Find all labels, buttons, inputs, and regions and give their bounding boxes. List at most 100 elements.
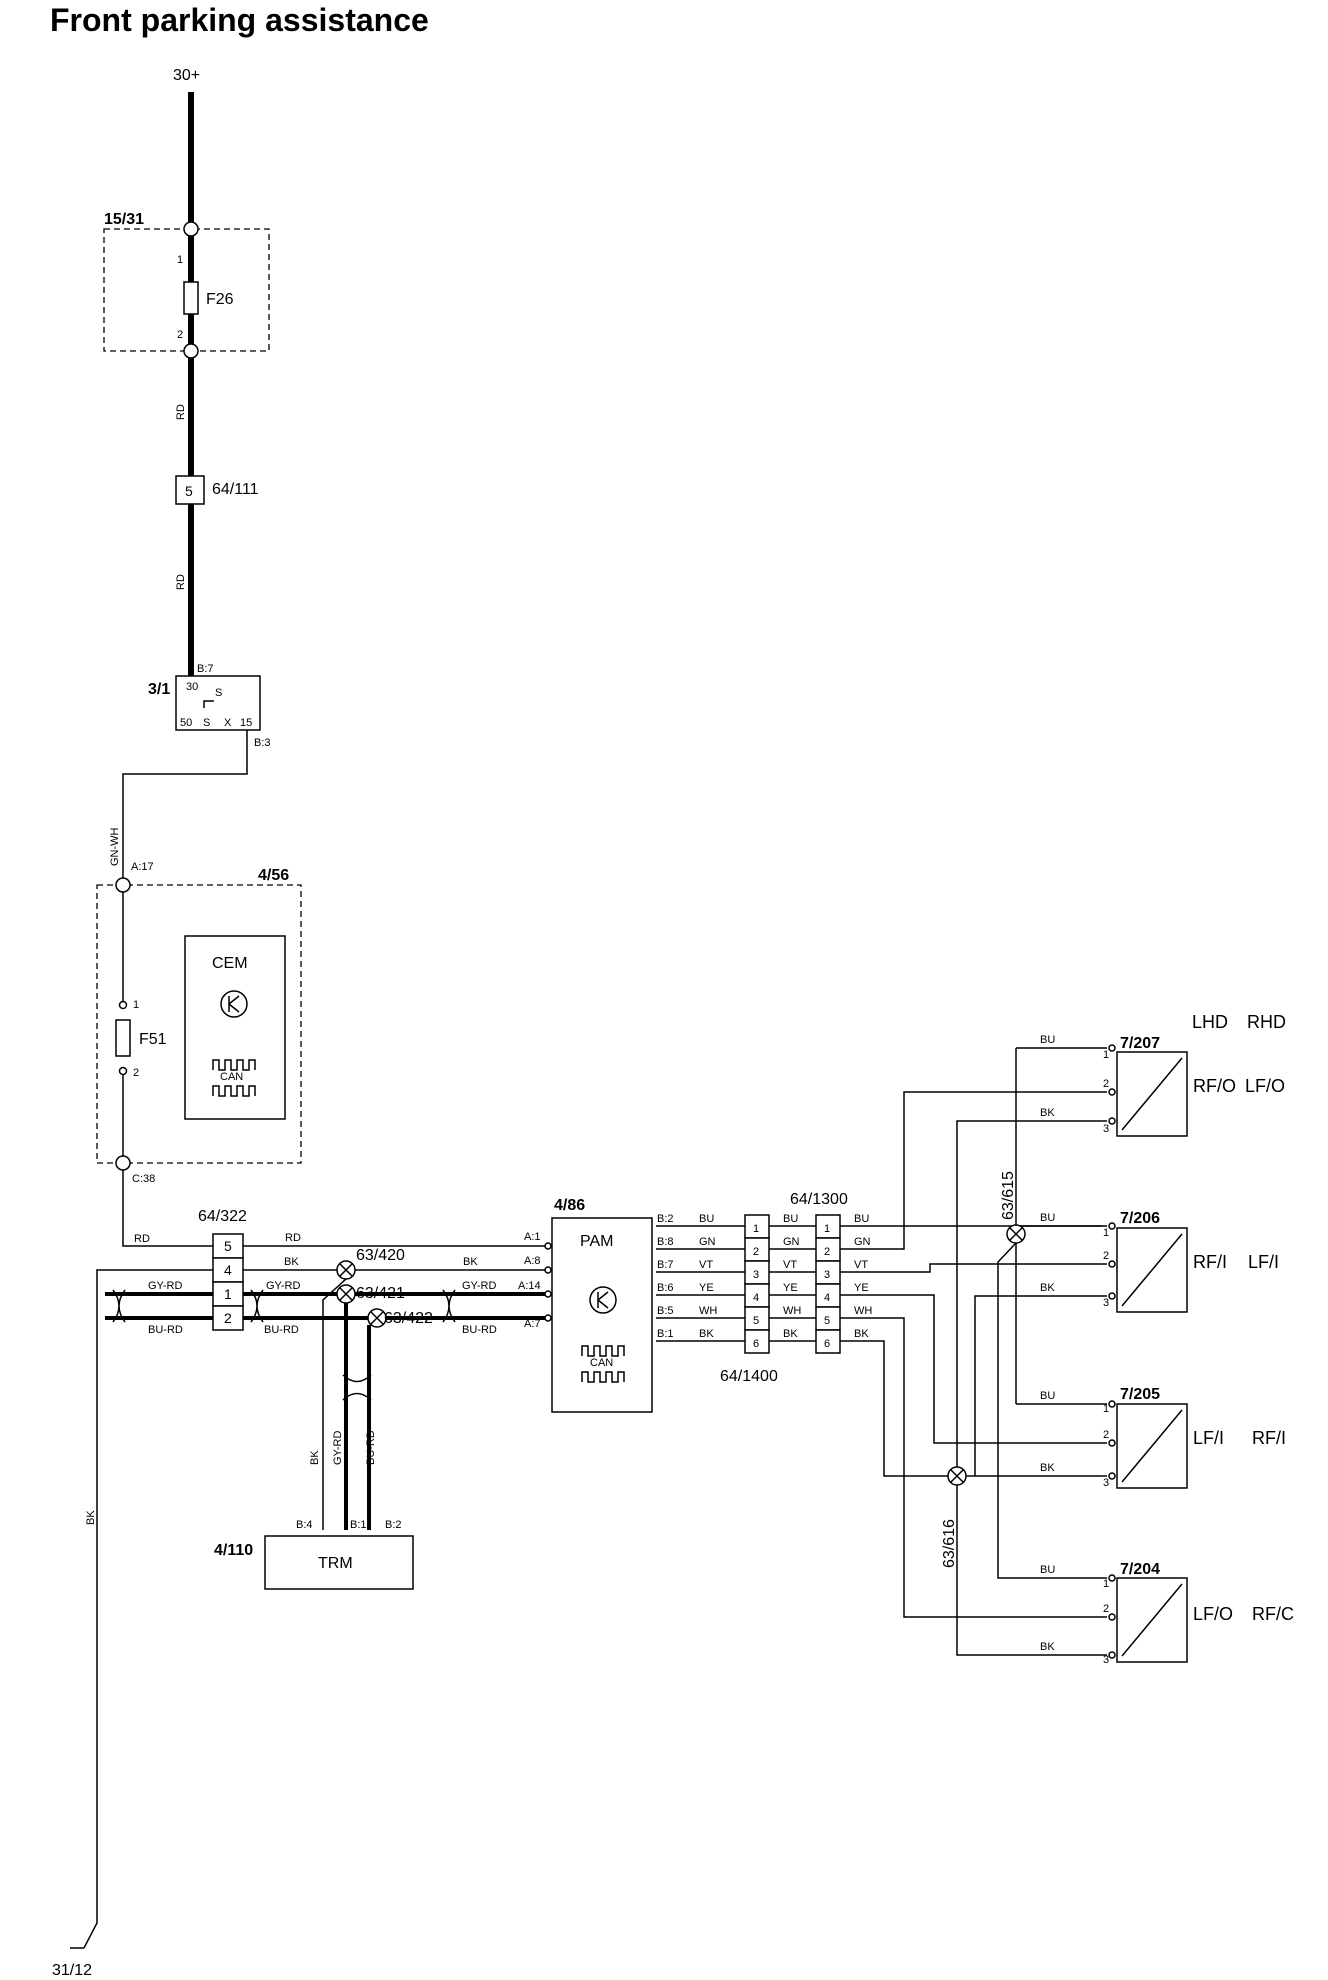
ignition-pin-top: B:7 [197, 663, 214, 675]
wire-color-gyrd-trm: GY-RD [332, 1431, 344, 1465]
fuse-box-terminal-bottom [183, 343, 199, 359]
fuse-f26-label: F26 [206, 291, 234, 308]
out-wire-gn: GN [854, 1236, 871, 1248]
fuse-f26 [183, 281, 199, 315]
c1300-p2: 2 [824, 1246, 830, 1258]
s206-p1: 1 [1103, 1227, 1109, 1239]
out-wire-wh: WH [854, 1305, 872, 1317]
s204-wire-bu: BU [1040, 1564, 1055, 1576]
cem-id: 4/56 [258, 867, 289, 884]
sensor-7-206 [1108, 1222, 1188, 1313]
ignition-term-50: 50 [180, 717, 192, 729]
ignition-contact-symbol [203, 700, 214, 708]
pam-wire-ye: YE [699, 1282, 714, 1294]
pam-wire-wh: WH [699, 1305, 717, 1317]
sensor-7-206-rhd: LF/I [1248, 1252, 1279, 1272]
c1300-p6: 6 [824, 1338, 830, 1350]
cem-outline [96, 884, 302, 1164]
mid-wire-bk: BK [783, 1328, 798, 1340]
connector-64-111-pin: 5 [185, 483, 193, 499]
s204-wire-bk: BK [1040, 1641, 1055, 1653]
mid-wire-ye: YE [783, 1282, 798, 1294]
fuse-f26-pin2: 2 [177, 329, 183, 341]
s204-p2: 2 [1103, 1603, 1109, 1615]
twist-icon-1 [112, 1289, 126, 1323]
fuse-f51-label: F51 [139, 1031, 167, 1048]
c1400-p3: 3 [753, 1269, 759, 1281]
cem-terminal-in [115, 877, 131, 893]
wire-color-gyrd-1: GY-RD [148, 1280, 182, 1292]
supply-label: 30+ [173, 67, 200, 84]
trm-id: 4/110 [214, 1542, 253, 1559]
c1400-p1: 1 [753, 1223, 759, 1235]
wire-color-gyrd-2: GY-RD [266, 1280, 300, 1292]
sensor-7-204-id: 7/204 [1120, 1561, 1160, 1578]
pam-pin-b1: B:1 [657, 1328, 674, 1340]
cem-processor-glyph [228, 995, 240, 1013]
cem-fuse-pin1-dot [118, 1000, 128, 1010]
ignition-term-x: X [224, 717, 232, 729]
connector-64-1300 [815, 1214, 841, 1354]
pam-wire-gn: GN [699, 1236, 716, 1248]
wire-color-rd-2: RD [175, 574, 187, 590]
mid-wire-gn: GN [783, 1236, 800, 1248]
trm-pin-b1: B:1 [350, 1519, 367, 1531]
splice-63-616-label: 63/616 [941, 1519, 958, 1568]
sensor-7-204-rhd: RF/C [1252, 1604, 1294, 1624]
s207-wire-bk: BK [1040, 1107, 1055, 1119]
out-wire-bu: BU [854, 1213, 869, 1225]
cem-module [184, 935, 286, 1120]
mid-wire-vt: VT [783, 1259, 797, 1271]
out-wire-vt: VT [854, 1259, 868, 1271]
ignition-switch-id: 3/1 [148, 681, 170, 698]
wire-bk-ground [83, 1269, 213, 1949]
wire-color-burd-3: BU-RD [462, 1324, 497, 1336]
s206-p3: 3 [1103, 1297, 1109, 1309]
ignition-term-s: S [203, 717, 210, 729]
pam-id: 4/86 [554, 1197, 585, 1214]
splice-63-422-x [370, 1311, 384, 1325]
cem-fuse-pin2: 2 [133, 1067, 139, 1079]
cem-processor-icon [220, 990, 248, 1018]
cem-pin-in: A:17 [131, 861, 154, 873]
trm-pin-b2: B:2 [385, 1519, 402, 1531]
s205-wire-bu: BU [1040, 1390, 1055, 1402]
sensor-7-206-id: 7/206 [1120, 1210, 1160, 1227]
ignition-term-s-top: S [215, 687, 222, 699]
sensor-7-206-lhd: RF/I [1193, 1252, 1227, 1272]
pam-can-wave-icon-2 [581, 1371, 625, 1383]
cem-can-wave-icon-2 [212, 1085, 256, 1097]
connector-64-322-pin2-label: 2 [224, 1310, 232, 1326]
sensor-7-205-id: 7/205 [1120, 1386, 1160, 1403]
twist-icon-2 [250, 1289, 264, 1323]
splice-63-615-label: 63/615 [1000, 1171, 1017, 1220]
out-wire-bk: BK [854, 1328, 869, 1340]
ignition-switch [175, 675, 261, 731]
pam-can-label: CAN [590, 1357, 613, 1369]
wire-color-bk-ground: BK [85, 1510, 97, 1525]
pam-pin-a14: A:14 [518, 1280, 541, 1292]
pam-can-wave-icon [581, 1345, 625, 1357]
cem-terminal-out [115, 1155, 131, 1171]
wire-color-bk-2: BK [463, 1256, 478, 1268]
wire-color-bk-1: BK [284, 1256, 299, 1268]
trm-module [264, 1535, 414, 1590]
cem-pin-out: C:38 [132, 1173, 155, 1185]
pam-wire-bu: BU [699, 1213, 714, 1225]
mid-wire-wh: WH [783, 1305, 801, 1317]
c1400-p6: 6 [753, 1338, 759, 1350]
s205-p1: 1 [1103, 1403, 1109, 1415]
pam-pin-a8: A:8 [524, 1255, 541, 1267]
pam-wire-vt: VT [699, 1259, 713, 1271]
s207-p1: 1 [1103, 1049, 1109, 1061]
pam-processor-icon [589, 1286, 617, 1314]
connector-64-322-pin5-label: 5 [224, 1238, 232, 1254]
connector-64-1400 [744, 1214, 770, 1354]
connector-64-1300-id: 64/1300 [790, 1191, 848, 1208]
sensor-routing [840, 1047, 1107, 1656]
wire-gnwh [122, 730, 248, 885]
pam-sensor-bus [656, 1225, 816, 1342]
s205-p3: 3 [1103, 1477, 1109, 1489]
cem-fuse-pin2-dot [118, 1066, 128, 1076]
